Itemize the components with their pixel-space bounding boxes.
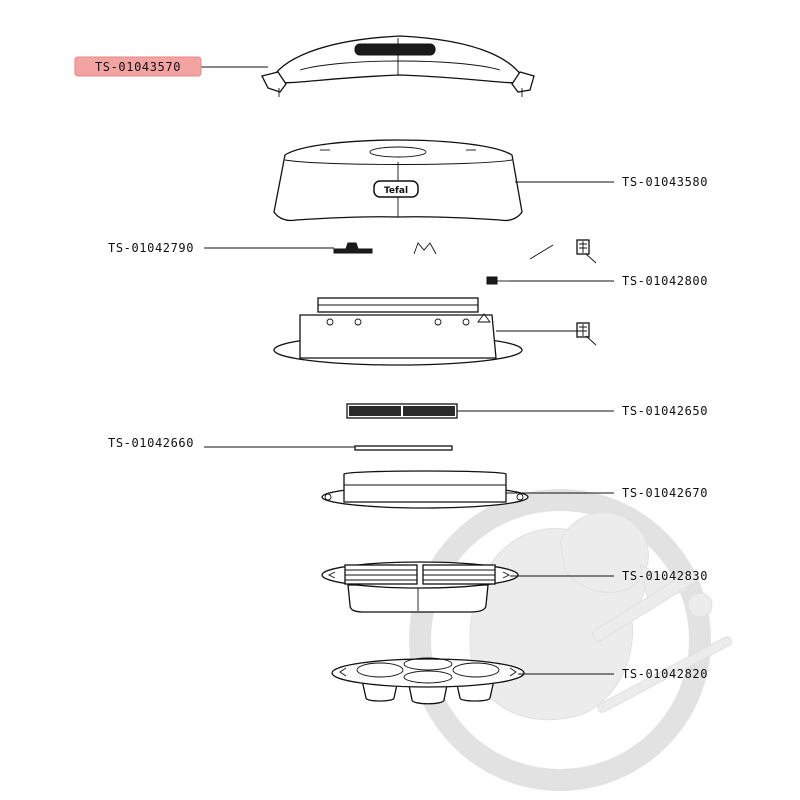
label-text: TS-01042820 [622,667,708,681]
tray-pots-part[interactable] [331,657,525,705]
cover-part[interactable]: Tefal [273,139,523,222]
heater-part[interactable] [346,403,458,419]
label-ts-01042650[interactable]: TS-01042650 [622,404,708,418]
label-ts-01043570[interactable]: TS-01043570 [74,56,202,77]
label-ts-01042790[interactable]: TS-01042790 [108,241,194,255]
label-text: TS-01042800 [622,274,708,288]
brand-text: Tefal [384,186,408,196]
connector-part[interactable] [486,276,510,285]
label-ts-01042800[interactable]: TS-01042800 [622,274,708,288]
lid-part[interactable] [261,35,535,97]
label-text: TS-01042830 [622,569,708,583]
brand-logo [354,43,436,56]
label-text: TS-01042660 [108,436,194,450]
brand-badge: Tefal [373,180,419,198]
part-labels: TS-01043570 TS-01043580 TS-01042790 TS-0… [74,56,708,681]
label-text: TS-01042650 [622,404,708,418]
label-ts-01042670[interactable]: TS-01042670 [622,486,708,500]
watermark-logo [409,489,733,791]
label-text: TS-01042670 [622,486,708,500]
base-part[interactable] [321,470,529,509]
selected-highlight [74,56,202,77]
housing-assembly [273,297,597,366]
leader-lines [201,66,614,675]
label-text: TS-01043580 [622,175,708,189]
tray-large-part[interactable] [321,561,519,613]
label-ts-01042830[interactable]: TS-01042830 [622,569,708,583]
label-text: TS-01042790 [108,241,194,255]
label-ts-01042660[interactable]: TS-01042660 [108,436,194,450]
gasket-part[interactable] [354,445,453,451]
label-ts-01042820[interactable]: TS-01042820 [622,667,708,681]
label-ts-01043580[interactable]: TS-01043580 [622,175,708,189]
clips-part[interactable] [333,239,597,264]
label-text: TS-01043570 [95,60,181,74]
